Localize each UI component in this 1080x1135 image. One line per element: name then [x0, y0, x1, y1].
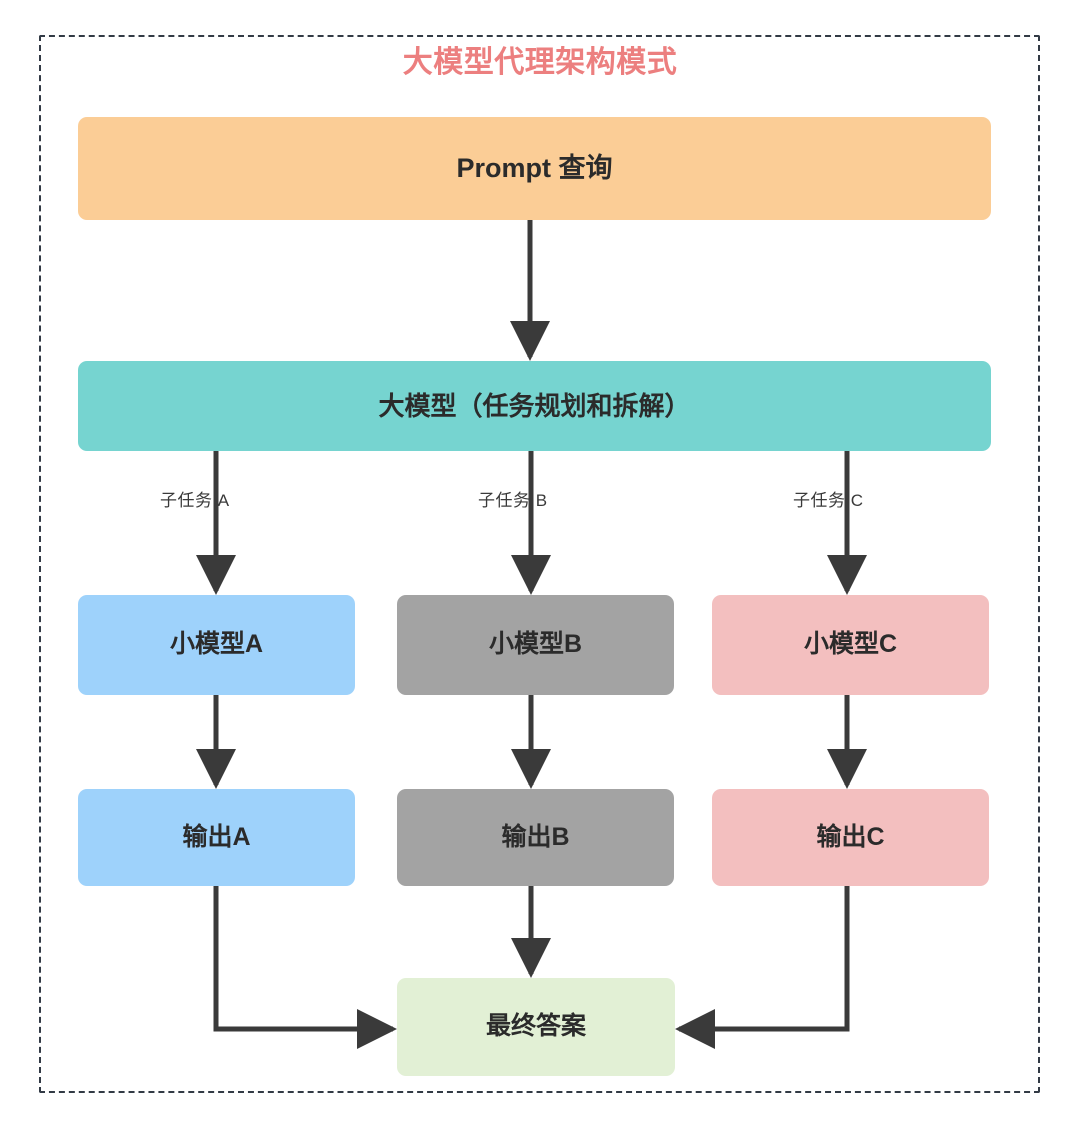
node-output-a[interactable]: 输出A: [78, 789, 355, 886]
node-small-model-b[interactable]: 小模型B: [397, 595, 674, 695]
node-final-answer[interactable]: 最终答案: [397, 978, 675, 1076]
edge-label-subtask-c: 子任务 C: [793, 491, 864, 510]
node-output-c[interactable]: 输出C: [712, 789, 989, 886]
node-output-b[interactable]: 输出B: [397, 789, 674, 886]
node-small-model-a[interactable]: 小模型A: [78, 595, 355, 695]
edge-label-subtask-b: 子任务 B: [478, 491, 548, 510]
node-large-model[interactable]: 大模型（任务规划和拆解）: [78, 361, 991, 451]
edge-label-subtask-a: 子任务 A: [160, 491, 230, 510]
diagram-frame: [39, 35, 1040, 1093]
page-title: 大模型代理架构模式: [402, 46, 678, 79]
node-small-model-c[interactable]: 小模型C: [712, 595, 989, 695]
node-prompt-query[interactable]: Prompt 查询: [78, 117, 991, 220]
